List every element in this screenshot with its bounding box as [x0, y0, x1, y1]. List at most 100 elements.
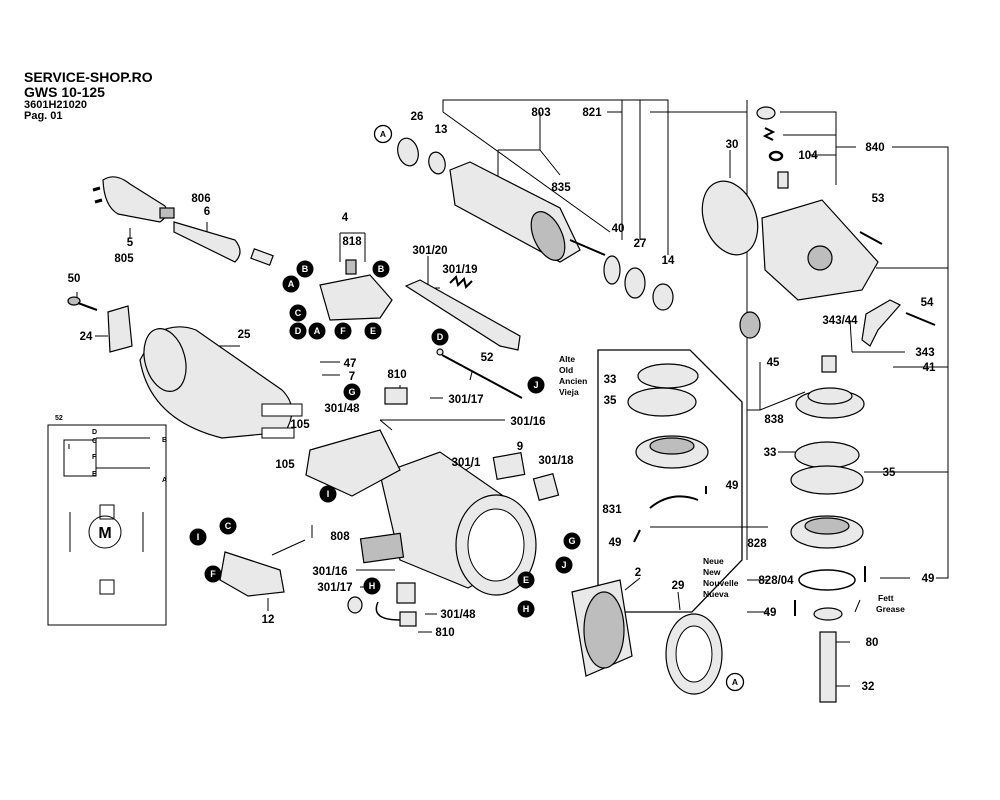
- motor-housing: [139, 326, 303, 439]
- svg-text:E: E: [523, 575, 529, 585]
- svg-text:A: A: [380, 129, 386, 139]
- schematic-labels: D C I F E B A M: [68, 429, 167, 542]
- label-54: 54: [921, 297, 934, 309]
- old-text-de: Alte: [559, 354, 575, 364]
- label-105-b: 105: [275, 459, 295, 471]
- marker-h-2: H: [517, 600, 535, 618]
- label-33-old: 33: [604, 374, 617, 386]
- svg-text:D: D: [437, 332, 444, 342]
- cable-end: [250, 248, 274, 266]
- part-number: 3601H21020: [24, 99, 88, 111]
- connection-markers: A A B A B C D A F E D J G I C I F H G J …: [189, 124, 745, 692]
- svg-text:H: H: [369, 581, 376, 591]
- spindle-lock-button: [756, 106, 789, 189]
- label-7: 7: [349, 371, 355, 383]
- grease-note: Fett Grease: [876, 593, 905, 614]
- bearing-26: [397, 137, 419, 167]
- svg-text:B: B: [302, 264, 309, 274]
- term-e: E: [92, 471, 97, 478]
- label-835: 835: [551, 182, 571, 194]
- marker-e-1: E: [364, 322, 382, 340]
- label-810-top: 810: [387, 369, 406, 381]
- label-35-new: 35: [883, 467, 896, 479]
- label-301-48-bottom: 301/48: [440, 609, 476, 621]
- label-80: 80: [866, 637, 879, 649]
- gear-housing: [761, 199, 879, 301]
- new-text-de: Neue: [703, 556, 724, 566]
- svg-text:D: D: [295, 326, 302, 336]
- label-40: 40: [612, 223, 625, 235]
- term-i: I: [68, 444, 70, 451]
- motor-symbol: M: [98, 525, 111, 542]
- screw-50: [67, 296, 98, 311]
- term-c: C: [92, 438, 97, 445]
- label-301-20: 301/20: [412, 245, 447, 257]
- grease-text-en: Grease: [876, 604, 905, 614]
- screw-54: [905, 312, 936, 326]
- svg-text:H: H: [523, 604, 530, 614]
- label-301-19: 301/19: [442, 264, 477, 276]
- old-legend: Alte Old Ancien Vieja: [559, 354, 587, 397]
- label-301-16-top: 301/16: [510, 416, 545, 428]
- svg-text:G: G: [348, 387, 355, 397]
- old-text-en: Old: [559, 365, 573, 375]
- label-810-bottom: 810: [435, 627, 454, 639]
- label-24: 24: [80, 331, 93, 343]
- label-33-new: 33: [764, 447, 777, 459]
- label-301-16-bottom: 301/16: [312, 566, 347, 578]
- label-6: 6: [204, 206, 210, 218]
- label-301-17-bottom: 301/17: [317, 582, 352, 594]
- page-number: Pag. 01: [24, 110, 63, 122]
- marker-c-2: C: [219, 517, 237, 535]
- label-301-18: 301/18: [538, 455, 574, 467]
- label-35-old: 35: [604, 395, 617, 407]
- spring-301-19: [449, 275, 473, 289]
- svg-text:A: A: [314, 326, 321, 336]
- bearing-41: [821, 355, 837, 373]
- power-plug: [92, 176, 175, 223]
- label-49-new-b: 49: [764, 607, 777, 619]
- label-828-04: 828/04: [758, 575, 794, 587]
- new-flange-assembly: [790, 441, 866, 703]
- switch-frame: [305, 429, 401, 497]
- label-828: 828: [747, 538, 767, 550]
- cover-301-18: [532, 473, 560, 501]
- cable-sleeve: [173, 221, 241, 263]
- new-text-es: Nueva: [703, 589, 729, 599]
- marker-i-2: I: [189, 528, 207, 546]
- label-14: 14: [662, 255, 675, 267]
- svg-text:C: C: [225, 521, 232, 531]
- label-5: 5: [127, 237, 134, 249]
- term-f: F: [92, 454, 97, 461]
- svg-text:G: G: [568, 536, 575, 546]
- marker-a-top: A: [373, 124, 393, 144]
- label-50: 50: [68, 273, 81, 285]
- label-821: 821: [582, 107, 602, 119]
- svg-text:J: J: [561, 560, 566, 570]
- old-text-fr: Ancien: [559, 376, 587, 386]
- lever-343: [861, 299, 901, 347]
- label-831: 831: [602, 504, 622, 516]
- marker-f-2: F: [204, 565, 222, 583]
- label-818: 818: [342, 236, 362, 248]
- label-343-44: 343/44: [822, 315, 858, 327]
- motor-housing-301-1: [379, 451, 537, 596]
- ring-40: [603, 255, 621, 285]
- label-30: 30: [726, 139, 739, 151]
- label-105-a: 105: [290, 419, 310, 431]
- marker-h-1: H: [363, 577, 381, 595]
- baffle-30: [701, 180, 759, 256]
- screw-53: [859, 231, 883, 245]
- title-block: SERVICE-SHOP.RO GWS 10-125 3601H21020 Pa…: [24, 70, 153, 122]
- term-d: D: [92, 429, 97, 436]
- label-32: 32: [862, 681, 875, 693]
- capacitor-301-17: [347, 582, 416, 614]
- svg-text:C: C: [295, 308, 302, 318]
- term-a: A: [162, 477, 167, 484]
- svg-text:E: E: [370, 326, 376, 336]
- svg-text:A: A: [732, 677, 738, 687]
- marker-i-1: I: [319, 485, 337, 503]
- label-25: 25: [238, 329, 251, 341]
- label-301-48-top: 301/48: [324, 403, 360, 415]
